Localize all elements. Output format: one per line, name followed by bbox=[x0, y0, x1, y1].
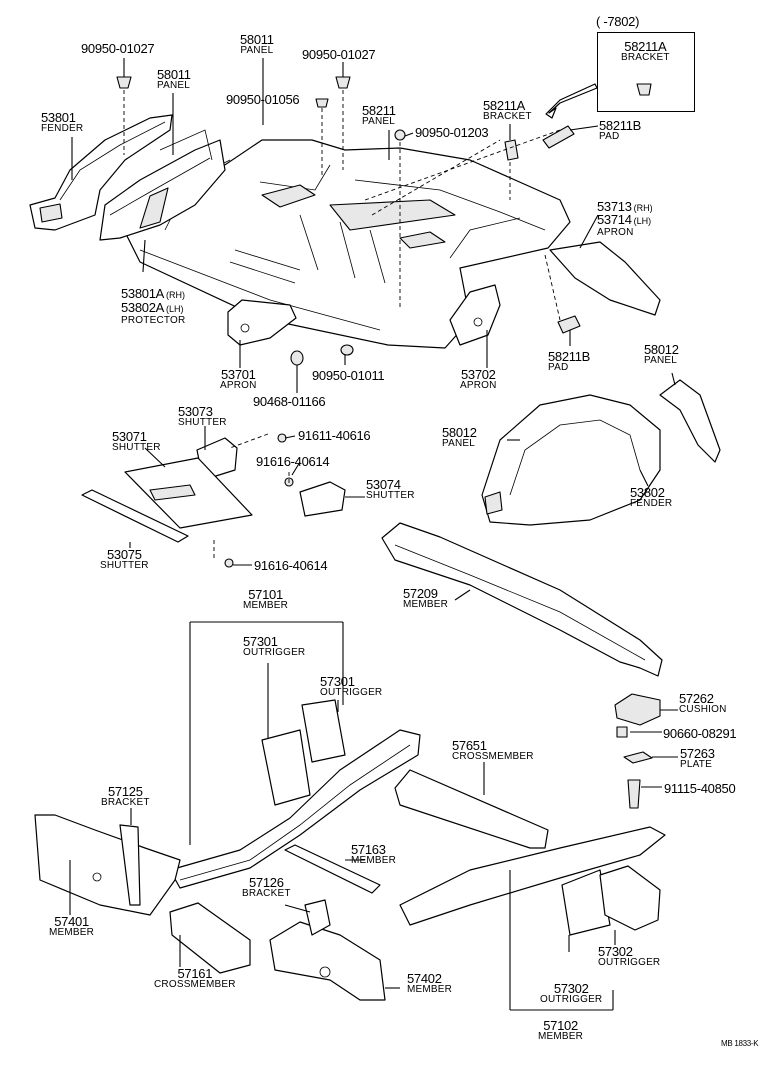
member-57163-shape bbox=[284, 844, 381, 894]
label-90950-01056: 90950-01056 bbox=[226, 92, 300, 107]
inset-arrow-shape bbox=[545, 83, 598, 119]
label-90468-01166: 90468-01166 bbox=[253, 394, 326, 409]
dashed-leader-lines-shutter bbox=[213, 433, 290, 560]
label-91616-40614-bottom: 91616-40614 bbox=[254, 558, 328, 573]
label-53714: 53714(LH)APRON bbox=[597, 212, 652, 238]
fender-53801-shape bbox=[29, 114, 173, 231]
label-90950-01027-left: 90950-01027 bbox=[81, 41, 155, 56]
label-53802a: 53802A(LH)PROTECTOR bbox=[121, 300, 186, 326]
protector-53801a-shape bbox=[139, 187, 169, 229]
inset-range-label: ( -7802) bbox=[596, 14, 640, 29]
plug-shapes bbox=[116, 76, 652, 366]
frame-member-57101-shape bbox=[169, 699, 421, 889]
label-90950-01203: 90950-01203 bbox=[415, 125, 489, 140]
frame-member-57102-shape bbox=[269, 826, 666, 1001]
apron-53701-shape bbox=[227, 299, 297, 346]
label-53801a: 53801A(RH) bbox=[121, 286, 186, 301]
footer-code: MB 1833-K bbox=[721, 1039, 759, 1048]
label-53713: 53713(RH) bbox=[597, 199, 653, 214]
inset-box bbox=[597, 32, 695, 112]
crossmember-57161-shape bbox=[169, 902, 251, 974]
cushion-plate-bolt-shapes bbox=[614, 693, 661, 809]
apron-53713-shape bbox=[549, 241, 661, 316]
panel-58012-fender-53802-shape bbox=[481, 379, 721, 526]
crossmember-57651-shape bbox=[394, 769, 549, 849]
label-91611-40616: 91611-40616 bbox=[298, 428, 371, 443]
rear-floor-panel-shape bbox=[124, 139, 571, 349]
member-57401-shape bbox=[34, 814, 181, 916]
leader-lines bbox=[69, 58, 678, 1011]
label-91115-40850: 91115-40850 bbox=[664, 781, 736, 796]
dashed-leader-lines-upper bbox=[123, 90, 561, 321]
label-90950-01027-right: 90950-01027 bbox=[302, 47, 376, 62]
label-90660-08291: 90660-08291 bbox=[663, 726, 737, 741]
label-91616-40614-top: 91616-40614 bbox=[256, 454, 330, 469]
member-57209-shape bbox=[381, 522, 663, 677]
label-90950-01011: 90950-01011 bbox=[312, 368, 385, 383]
shutter-shapes bbox=[81, 433, 346, 568]
